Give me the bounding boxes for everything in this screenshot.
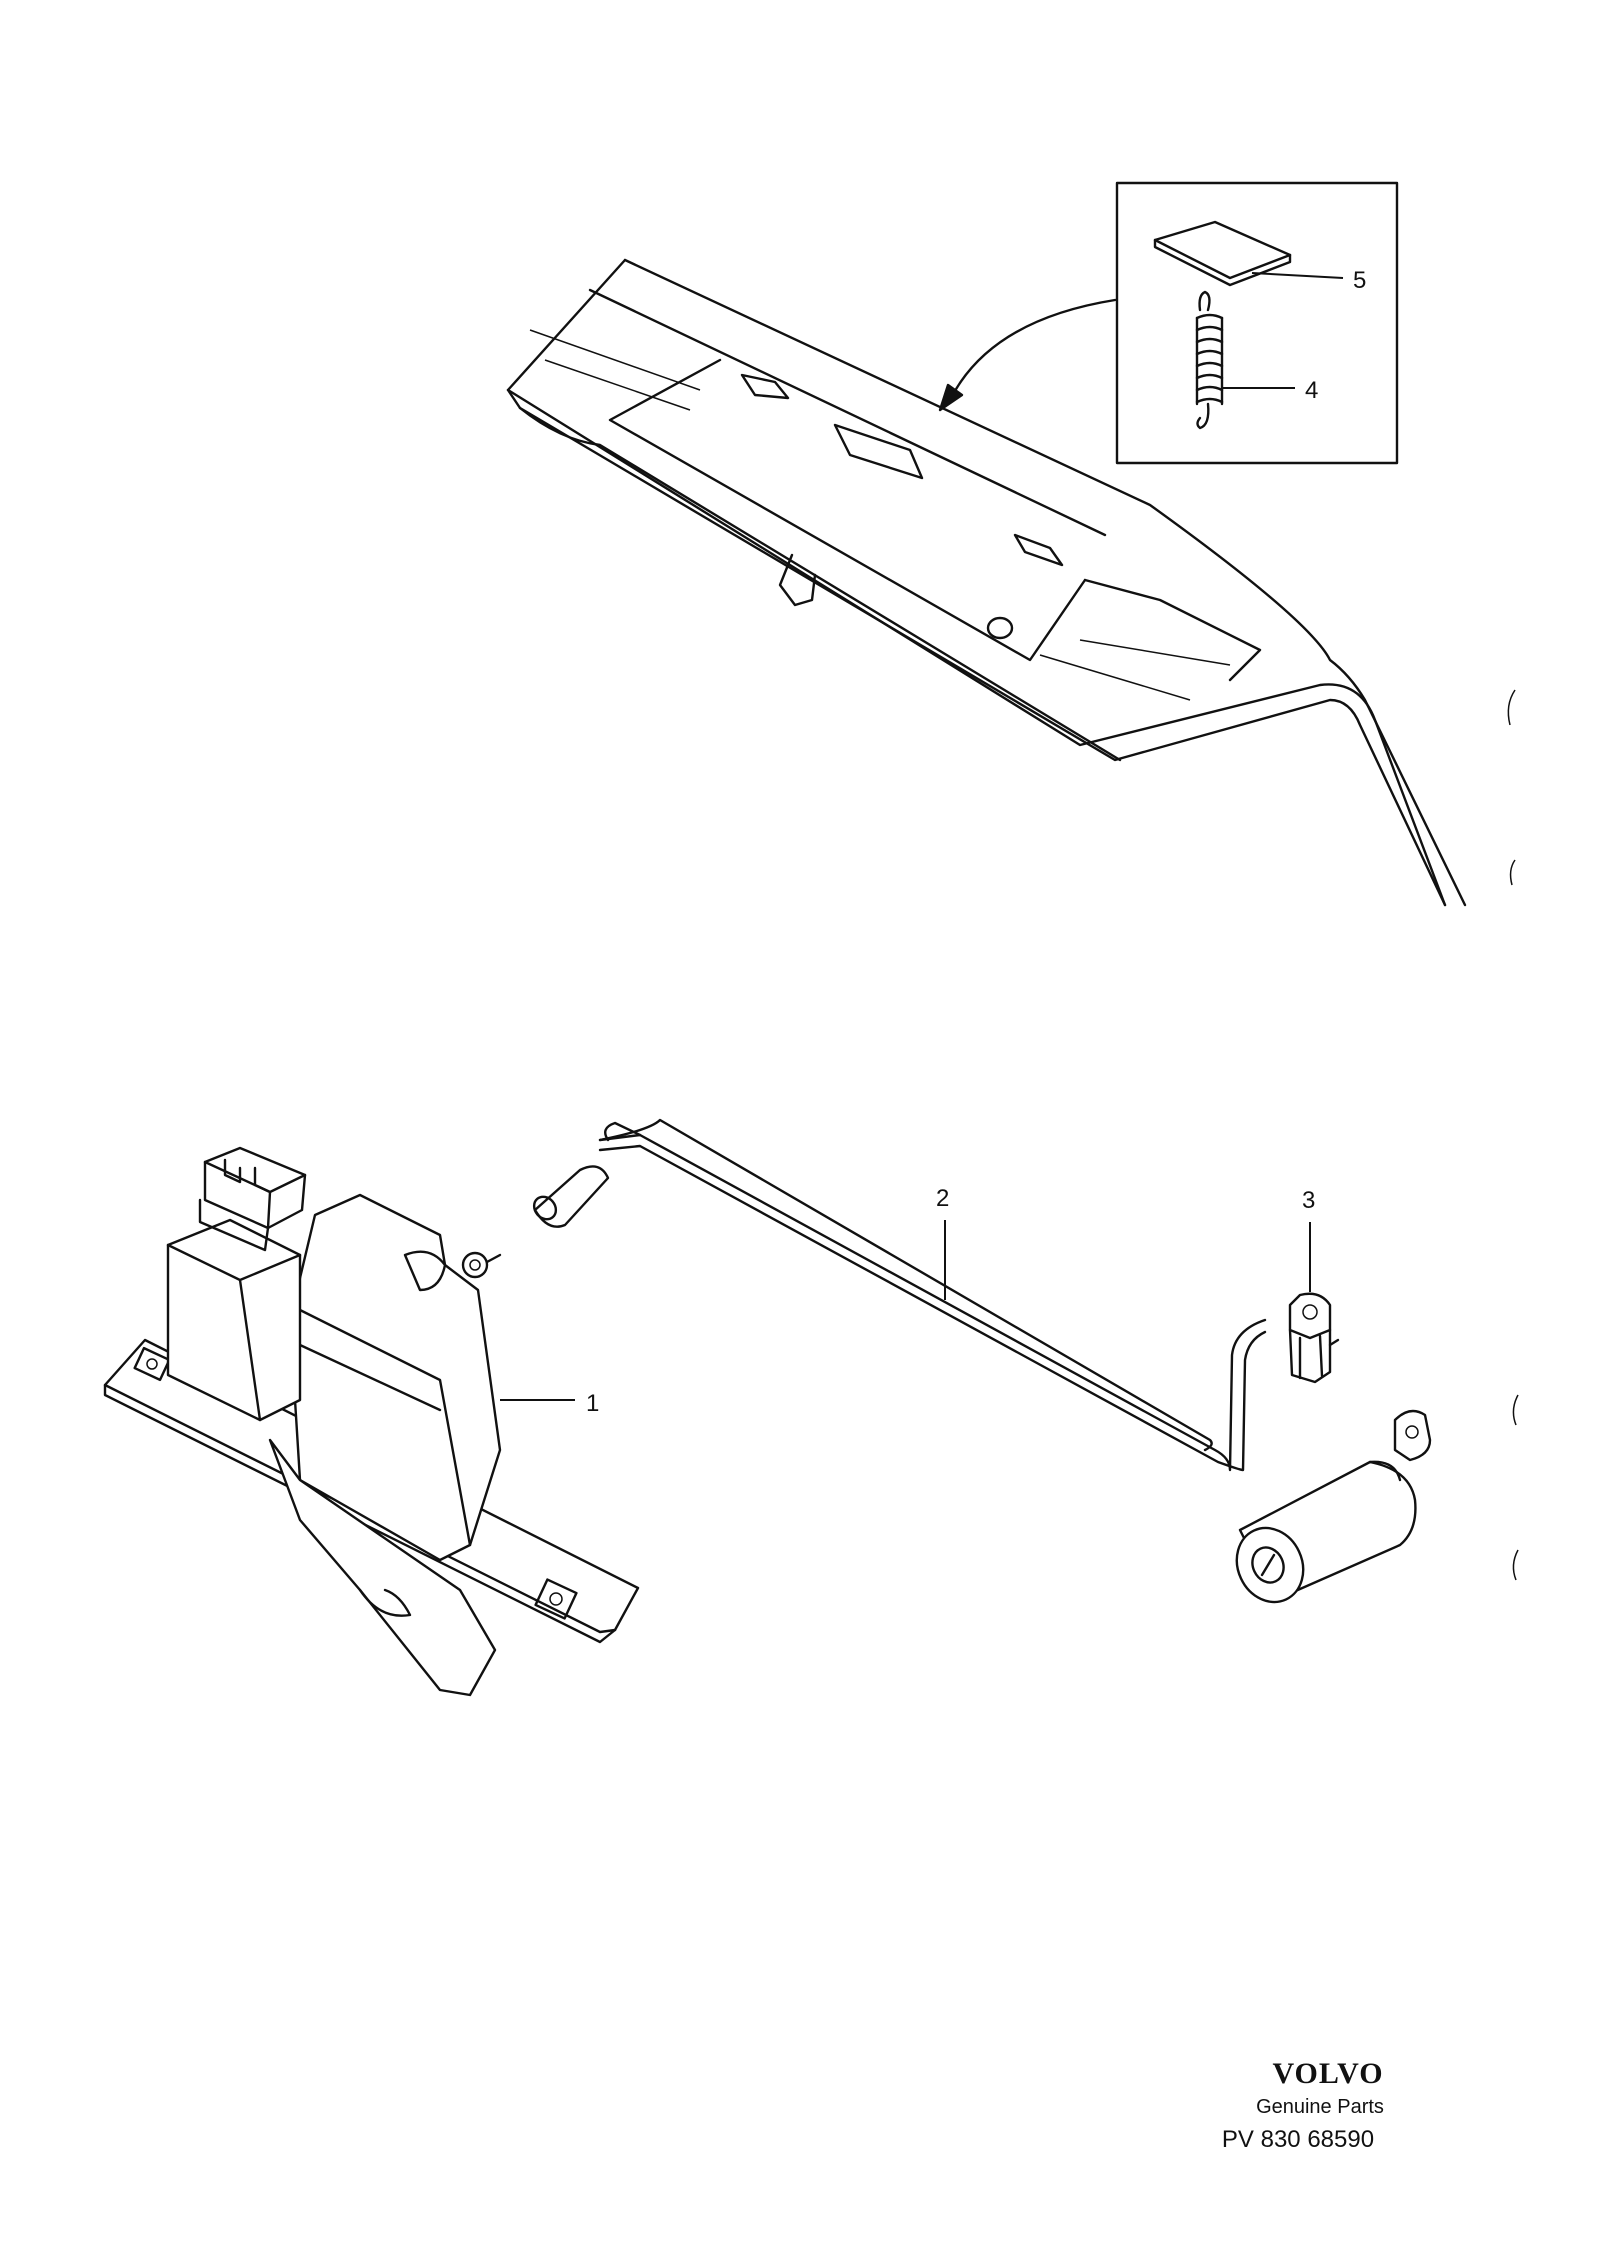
edge-mark [1512,1549,1519,1581]
genuine-parts-label: Genuine Parts [1256,2096,1384,2118]
callout-3: 3 [1302,1187,1315,1214]
lock-cylinder [1235,1409,1432,1604]
part-3-clip [1288,1222,1340,1384]
part-2-rod [532,1118,1267,1472]
part-4-spring [1195,290,1224,430]
brand-logo-text: VOLVO [1272,2057,1383,2090]
detail-inset [1115,181,1399,465]
edge-mark [1512,1394,1519,1426]
callout-4: 4 [1305,377,1318,404]
callout-5: 5 [1353,267,1366,294]
detail-arrow [948,298,1117,402]
reference-number: PV 830 68590 [1222,2126,1374,2153]
detail-arrow-head [938,383,964,412]
callout-1: 1 [586,1390,599,1417]
part-1-lock-assembly [103,1146,640,1697]
callout-2: 2 [936,1185,949,1212]
tailgate-trim-panel [506,258,1516,907]
